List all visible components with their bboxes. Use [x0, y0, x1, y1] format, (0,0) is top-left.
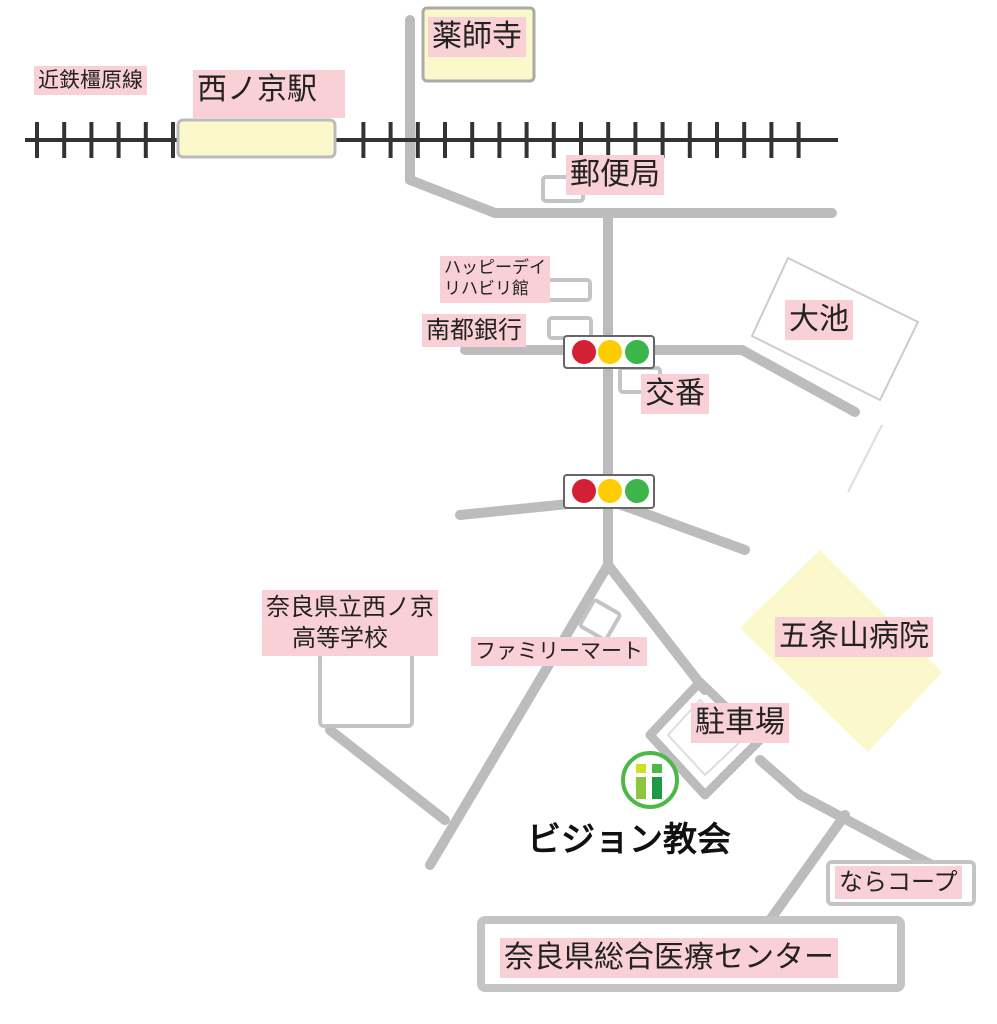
- medical-center-label: 奈良県総合医療センター: [500, 938, 838, 978]
- station-label: 西ノ京駅: [193, 70, 345, 118]
- signal-green: [625, 340, 649, 364]
- coop-label: ならコープ: [835, 866, 962, 899]
- temple-label: 薬師寺: [428, 17, 526, 57]
- hospital-label: 五条山病院: [775, 617, 933, 657]
- police-box-label: 交番: [641, 374, 709, 414]
- signal-yellow: [598, 479, 622, 503]
- parking-label: 駐車場: [691, 703, 789, 743]
- church-logo-icon: [621, 751, 679, 809]
- signal-red: [572, 340, 596, 364]
- school-label-line2: 高等学校: [292, 624, 388, 653]
- signal-red: [572, 479, 596, 503]
- convenience-store-label: ファミリーマート: [471, 637, 647, 667]
- traffic-light-2: [563, 474, 655, 509]
- rehab-label-line1: ハッピーデイ: [444, 258, 546, 278]
- convenience-building: [578, 598, 622, 642]
- railway-label: 近鉄橿原線: [34, 66, 147, 96]
- church-name: ビジョン教会: [527, 820, 731, 860]
- school-label: 奈良県立西ノ京高等学校: [262, 590, 438, 657]
- signal-yellow: [598, 340, 622, 364]
- bank-label: 南都銀行: [422, 314, 526, 347]
- signal-green: [625, 479, 649, 503]
- traffic-light-1: [563, 335, 655, 369]
- rehab-label-line2: リハビリ館: [444, 279, 529, 300]
- school-label-line1: 奈良県立西ノ京: [266, 593, 434, 621]
- roads: [325, 15, 965, 925]
- pond-label: 大池: [785, 300, 853, 340]
- railway-line: [25, 122, 838, 158]
- rehab-building: [546, 278, 592, 302]
- post-office-label: 郵便局: [566, 155, 664, 195]
- rehab-label: ハッピーデイリハビリ館: [440, 256, 550, 303]
- school-building: [318, 646, 414, 728]
- station-platform: [176, 118, 337, 159]
